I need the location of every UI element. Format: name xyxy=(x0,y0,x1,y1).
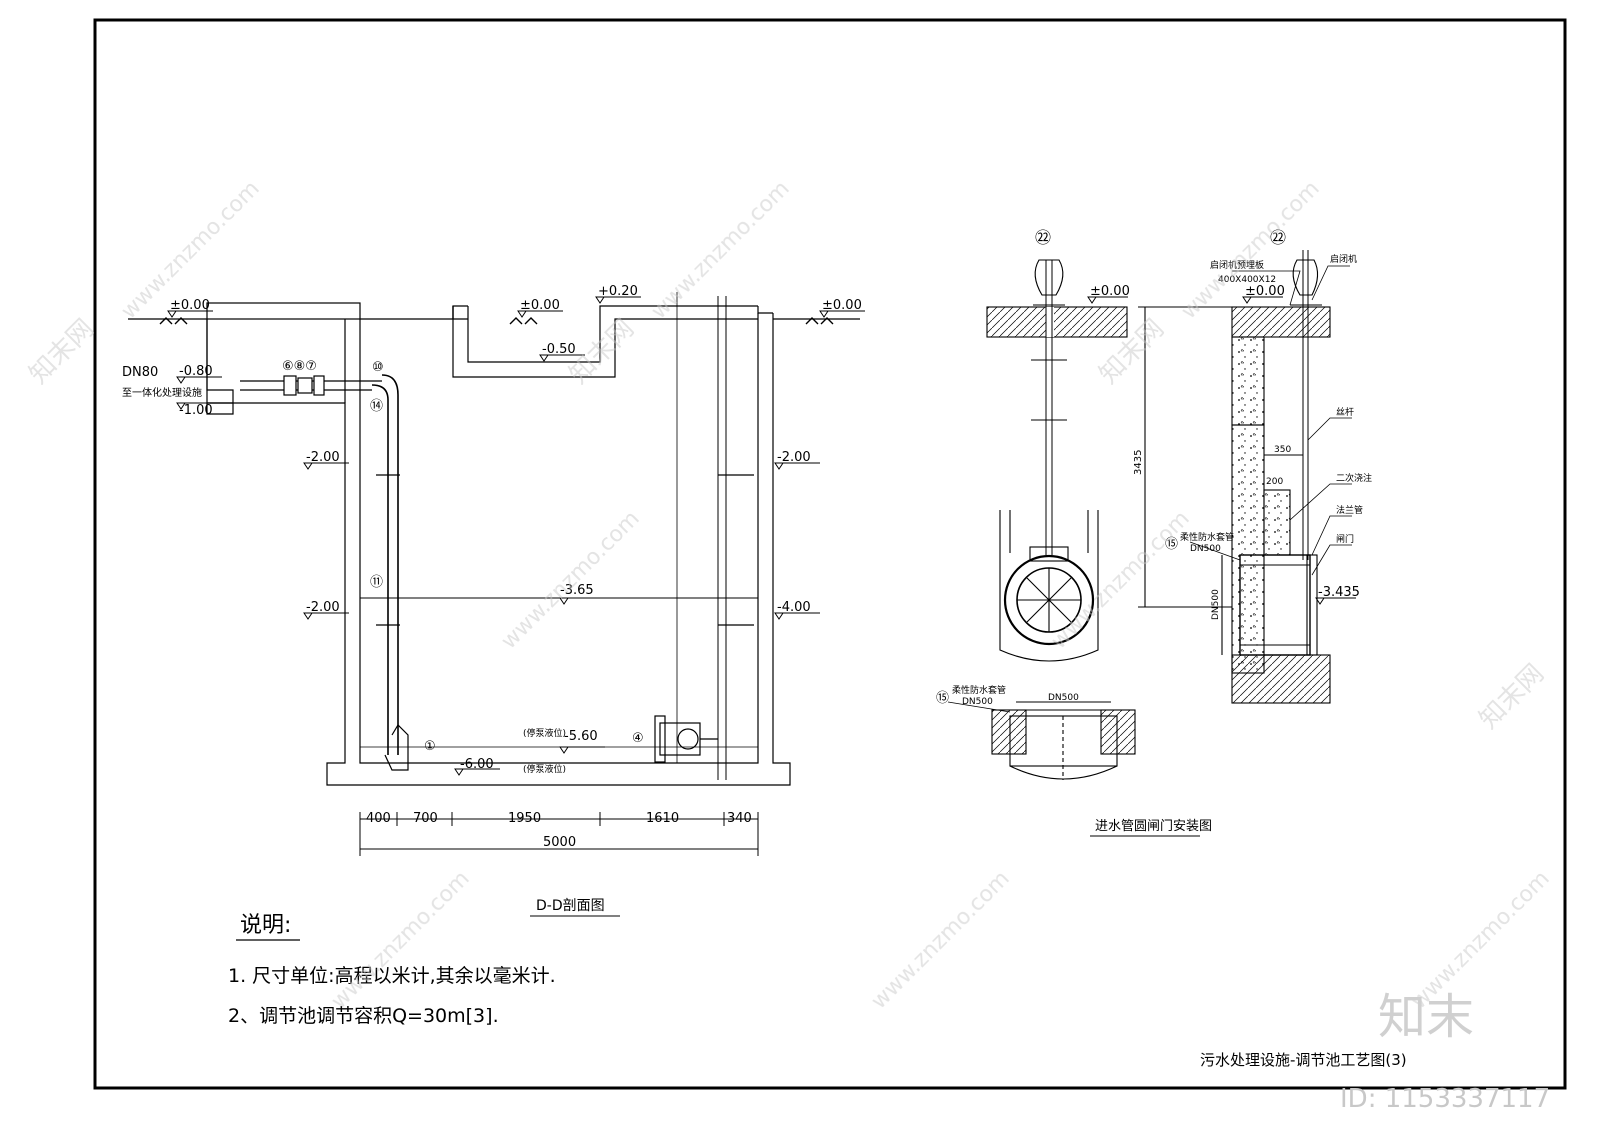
callout-11: ⑪ xyxy=(370,575,383,590)
detail-title: 进水管圆闸门安装图 xyxy=(1095,819,1212,834)
elev-pipe-bottom: -1.00 xyxy=(179,403,213,418)
callout-14: ⑭ xyxy=(370,399,383,414)
elev-top-wall: +0.20 xyxy=(598,284,638,299)
dim-1610: 1610 xyxy=(646,811,679,826)
section-drawing xyxy=(128,292,860,786)
sheet-title: 污水处理设施-调节池工艺图(3) xyxy=(1200,1051,1407,1069)
label-sleeve-right: 柔性防水套管 xyxy=(1180,531,1234,543)
detail-elevation-markers xyxy=(1087,296,1356,605)
dim-200: 200 xyxy=(1266,477,1283,487)
detail-callout-right: ㉒ xyxy=(1270,228,1286,247)
label-flange: 法兰管 xyxy=(1336,504,1363,516)
elev-ground-left: ±0.00 xyxy=(170,298,210,313)
callout-4: ④ xyxy=(632,731,644,746)
elev-water: -3.65 xyxy=(560,583,594,598)
detail-callout-left: ㉒ xyxy=(1035,228,1051,247)
watermark-logo: 知末 xyxy=(1378,989,1474,1045)
gate-section-view xyxy=(1138,250,1331,704)
label-hoist: 启闭机 xyxy=(1330,253,1357,265)
watermark-text: www.znzmo.com xyxy=(327,866,475,1014)
dim-total: 5000 xyxy=(543,835,576,850)
watermark-id: ID: 1153337117 xyxy=(1340,1084,1550,1114)
detail-elev-left: ±0.00 xyxy=(1090,284,1130,299)
dim-700: 700 xyxy=(413,811,438,826)
elev-trough: -0.50 xyxy=(542,342,576,357)
dim-400: 400 xyxy=(366,811,391,826)
detail-elev-right: ±0.00 xyxy=(1245,284,1285,299)
elev-ground-mid: ±0.00 xyxy=(520,298,560,313)
label-sleeve-left: 柔性防水套管 xyxy=(952,684,1006,696)
elev-gate: -3.435 xyxy=(1318,585,1360,600)
elev-right-1: -2.00 xyxy=(777,450,811,465)
label-sleeve-right-dn: DN500 xyxy=(1190,544,1221,554)
watermark-text: www.znzmo.com xyxy=(647,176,795,324)
dim-dn500-v: DN500 xyxy=(1211,589,1221,620)
pipe-label: DN80 xyxy=(122,365,158,380)
elev-ground-right: ±0.00 xyxy=(822,298,862,313)
elev-right-2: -4.00 xyxy=(777,600,811,615)
gate-elevation-view xyxy=(986,259,1128,662)
label-start-pump: (停泵液位) xyxy=(523,727,566,739)
watermark-brand: 知末网 xyxy=(1474,659,1550,735)
note-1: 1. 尺寸单位:高程以米计,其余以毫米计. xyxy=(228,965,556,987)
label-sleeve-left-dn: DN500 xyxy=(962,697,993,707)
callout-10: ⑩ xyxy=(372,360,384,375)
label-grout: 二次浇注 xyxy=(1336,472,1372,484)
elev-pipe: -0.80 xyxy=(179,364,213,379)
watermark-text: www.znzmo.com xyxy=(497,506,645,654)
elev-stop-pump: -5.60 xyxy=(564,729,598,744)
callout-15-right: ⑮ xyxy=(1165,537,1178,552)
notes-heading: 说明: xyxy=(240,913,291,938)
elev-left-1: -2.00 xyxy=(306,450,340,465)
elev-bottom: -6.00 xyxy=(460,757,494,772)
gate-sleeve-view xyxy=(991,701,1136,780)
label-plate-size: 400X400X12 xyxy=(1218,275,1276,285)
section-title: D-D剖面图 xyxy=(536,898,605,914)
dimension-lines xyxy=(359,812,759,856)
label-rod: 丝杆 xyxy=(1336,406,1354,418)
watermark-text: www.znzmo.com xyxy=(1177,176,1325,324)
callout-1: ① xyxy=(424,739,436,754)
elevation-markers xyxy=(167,296,865,776)
dim-dn500-h: DN500 xyxy=(1048,693,1079,703)
watermark-brand: 知末网 xyxy=(24,314,100,390)
watermark-text: www.znzmo.com xyxy=(867,866,1015,1014)
label-stop-pump: (停泵液位) xyxy=(523,763,566,775)
label-gate: 闸门 xyxy=(1336,533,1354,545)
dim-340: 340 xyxy=(727,811,752,826)
callout-678: ⑥⑧⑦ xyxy=(282,359,317,374)
leader-lines xyxy=(947,265,1352,713)
dim-1950: 1950 xyxy=(508,811,541,826)
note-2: 2、调节池调节容积Q=30m[3]. xyxy=(228,1005,499,1027)
dim-height: 3435 xyxy=(1133,450,1144,475)
sheet-border xyxy=(93,18,1567,1090)
callout-15-left: ⑮ xyxy=(936,691,949,706)
pipe-note: 至一体化处理设施 xyxy=(122,386,202,399)
dim-350: 350 xyxy=(1274,445,1291,455)
label-plate: 启闭机预埋板 xyxy=(1210,259,1264,271)
elev-left-2: -2.00 xyxy=(306,600,340,615)
